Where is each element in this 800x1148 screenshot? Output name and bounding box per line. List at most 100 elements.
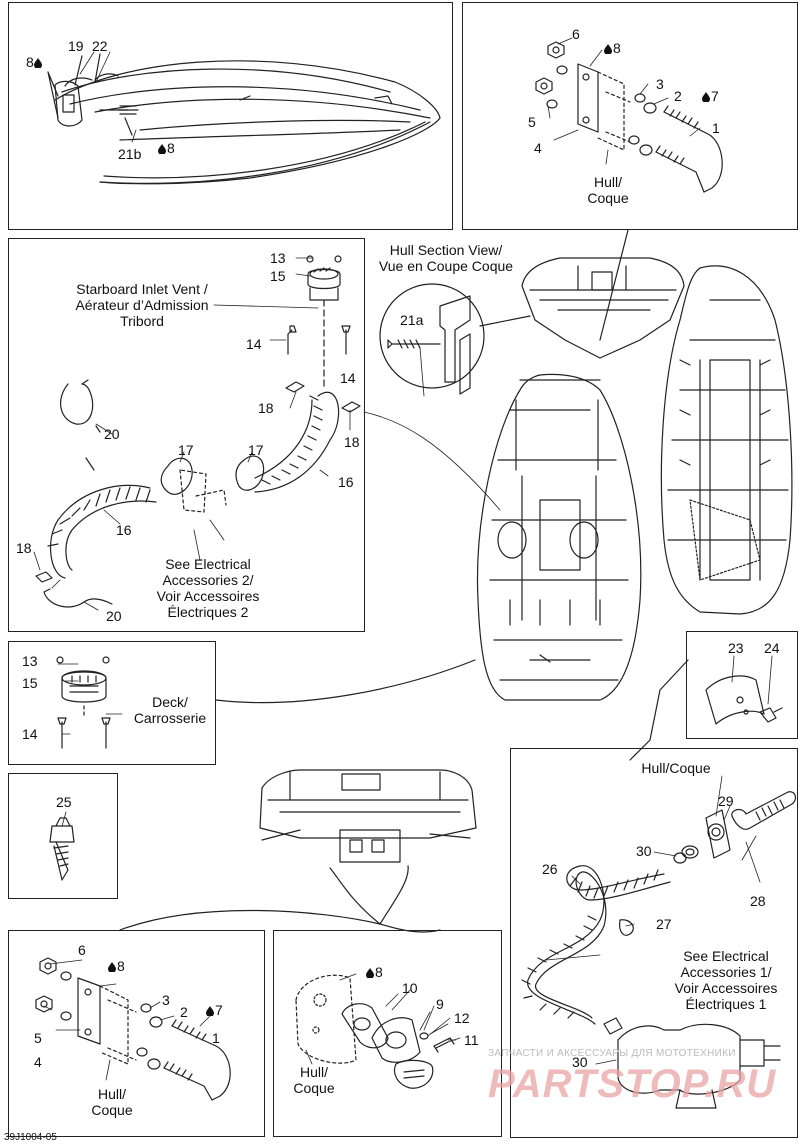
deck-carrosserie-label: Deck/ Carrosserie: [133, 694, 207, 726]
callout-14a: 14: [246, 336, 262, 352]
callout-26: 26: [542, 861, 558, 877]
callout-8b: 8: [167, 140, 175, 156]
diagram-code: 39J1004-05: [4, 1132, 57, 1143]
panel-u-bolt-top: [462, 2, 798, 230]
callout-22: 22: [92, 38, 108, 54]
callout-10: 10: [402, 980, 418, 996]
callout-1: 1: [712, 120, 720, 136]
hull-coque-label: Hull/ Coque: [587, 174, 629, 206]
see-electrical-2-label: See Electrical Accessories 2/ Voir Acces…: [156, 556, 260, 620]
deck-vent-drawing: [56, 656, 476, 749]
callout-12: 12: [454, 1010, 470, 1026]
stern-view: [119, 769, 477, 933]
callout-6-b: 6: [78, 942, 86, 958]
callout-8-drop-drain: 8: [366, 964, 383, 980]
leader-lines: [33, 37, 773, 1081]
fluid-drop-icon: [366, 968, 374, 978]
callout-15-deck: 15: [22, 675, 38, 691]
starboard-vent-label: Starboard Inlet Vent / Aérateur d’Admiss…: [75, 281, 209, 329]
callout-7-drop: 7: [702, 88, 719, 104]
hull-clip-drawing: [629, 659, 783, 761]
callout-4-b: 4: [34, 1054, 42, 1070]
callout-16a: 16: [116, 522, 132, 538]
callout-24: 24: [764, 640, 780, 656]
drain-plug-drawing: [295, 974, 457, 1089]
hull-section-view: [379, 283, 485, 395]
callout-21a: 21a: [400, 312, 424, 328]
bow-deck-drawing: [47, 53, 441, 185]
callout-20a: 20: [104, 426, 120, 442]
callout-13: 13: [270, 250, 286, 266]
bilge-hose-drawing: [521, 791, 797, 1109]
callout-30b: 30: [572, 1054, 588, 1070]
callout-6: 6: [572, 26, 580, 42]
panel-deck-vent: [8, 641, 216, 765]
callout-3-b: 3: [162, 992, 170, 1008]
callout-17a: 17: [178, 442, 194, 458]
panel-starboard-vent: [8, 238, 365, 632]
hull-section-view-label: Hull Section View/ Vue en Coupe Coque: [378, 242, 514, 274]
callout-9: 9: [436, 996, 444, 1012]
callout-7: 7: [215, 1002, 223, 1018]
callout-14-deck: 14: [22, 726, 38, 742]
callout-27: 27: [656, 916, 672, 932]
callout-3: 3: [656, 76, 664, 92]
fluid-drop-icon: [33, 58, 42, 68]
callout-11: 11: [464, 1032, 479, 1048]
callout-7: 7: [711, 88, 719, 104]
callout-8: 8: [26, 54, 34, 70]
callout-13-deck: 13: [22, 653, 38, 669]
callout-8: 8: [613, 40, 621, 56]
watermark-caption: ЗАПЧАСТИ И АКСЕССУАРЫ ДЛЯ МОТОТЕХНИКИ: [488, 1048, 736, 1059]
callout-8: 8: [375, 964, 383, 980]
callout-2: 2: [674, 88, 682, 104]
callout-14b: 14: [340, 370, 356, 386]
callout-4: 4: [534, 140, 542, 156]
hull-rear-view: [479, 229, 685, 359]
callout-8-drop-b: 8: [158, 140, 175, 156]
callout-25: 25: [56, 794, 72, 810]
callout-29: 29: [718, 793, 734, 809]
callout-18b: 18: [344, 434, 360, 450]
callout-8-drop: 8: [26, 54, 43, 70]
hull-coque-label-bilge: Hull/Coque: [641, 760, 711, 776]
hull-coque-label-drain: Hull/ Coque: [293, 1064, 335, 1096]
callout-5-b: 5: [34, 1030, 42, 1046]
callout-23: 23: [728, 640, 744, 656]
fluid-drop-icon: [702, 92, 710, 102]
callout-5: 5: [528, 114, 536, 130]
callout-21b: 21b: [118, 146, 142, 162]
callout-2-b: 2: [180, 1004, 188, 1020]
callout-20b: 20: [106, 608, 122, 624]
u-bolt-bottom-drawing: [35, 957, 231, 1101]
callout-8-drop-bottom: 8: [108, 958, 125, 974]
panel-bilge-hose: [510, 748, 798, 1138]
callout-18c: 18: [16, 540, 32, 556]
callout-7-drop-b: 7: [206, 1002, 223, 1018]
fluid-drop-icon: [108, 962, 116, 972]
panel-bow-cover: [8, 2, 453, 230]
fluid-drop-icon: [206, 1006, 214, 1016]
callout-17b: 17: [248, 442, 264, 458]
u-bolt-top-drawing: [535, 41, 723, 193]
hull-right-view: [660, 265, 793, 615]
callout-15: 15: [270, 268, 286, 284]
callout-1-b: 1: [212, 1030, 220, 1046]
watermark-brand: PARTSTOP.RU: [488, 1062, 777, 1106]
callout-30a: 30: [636, 843, 652, 859]
panel-hull-clip: [686, 631, 798, 739]
screw-drawing: [49, 817, 75, 881]
panel-drain-plug: [273, 930, 502, 1137]
callout-16b: 16: [338, 474, 354, 490]
hull-coque-label-bottom: Hull/ Coque: [91, 1086, 133, 1118]
fluid-drop-icon: [604, 44, 612, 54]
see-electrical-1-label: See Electrical Accessories 1/ Voir Acces…: [674, 948, 778, 1012]
callout-19: 19: [68, 38, 84, 54]
callout-28: 28: [750, 893, 766, 909]
callout-8: 8: [117, 958, 125, 974]
deck-top-view: [476, 373, 642, 701]
callout-8-drop-top: 8: [604, 40, 621, 56]
fluid-drop-icon: [158, 144, 166, 154]
callout-18a: 18: [258, 400, 274, 416]
